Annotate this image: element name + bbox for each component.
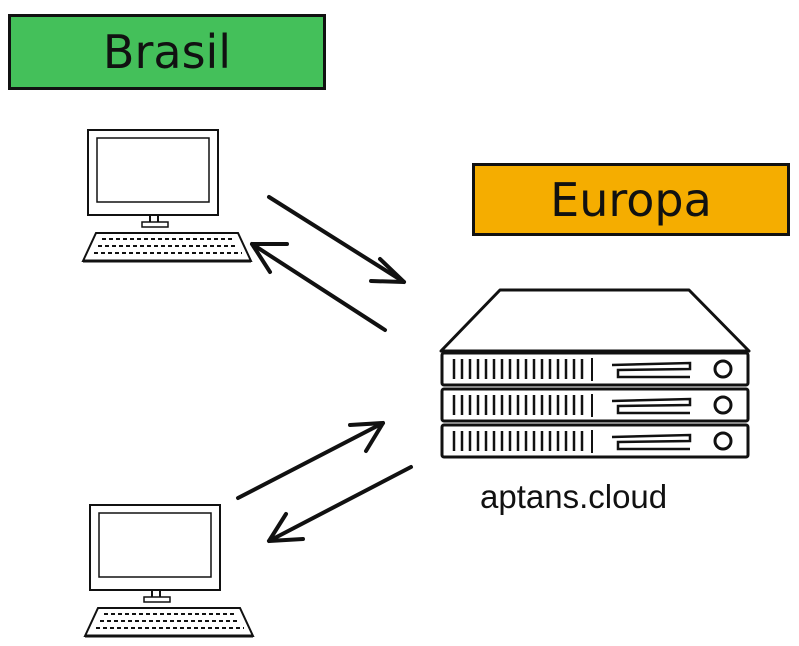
brasil-label-text: Brasil [102, 25, 232, 79]
server-rack [439, 288, 751, 459]
brasil-region-label: Brasil [8, 14, 326, 90]
client-computer-top [81, 128, 253, 263]
client-computer-bottom [83, 503, 255, 638]
arrow-request-top [267, 195, 406, 284]
arrow-request-bottom [236, 421, 385, 500]
arrow-response-top [250, 242, 387, 332]
europa-region-label: Europa [472, 163, 790, 236]
europa-label-text: Europa [550, 172, 712, 227]
server-caption: aptans.cloud [480, 478, 668, 515]
arrow-response-bottom [267, 465, 413, 543]
